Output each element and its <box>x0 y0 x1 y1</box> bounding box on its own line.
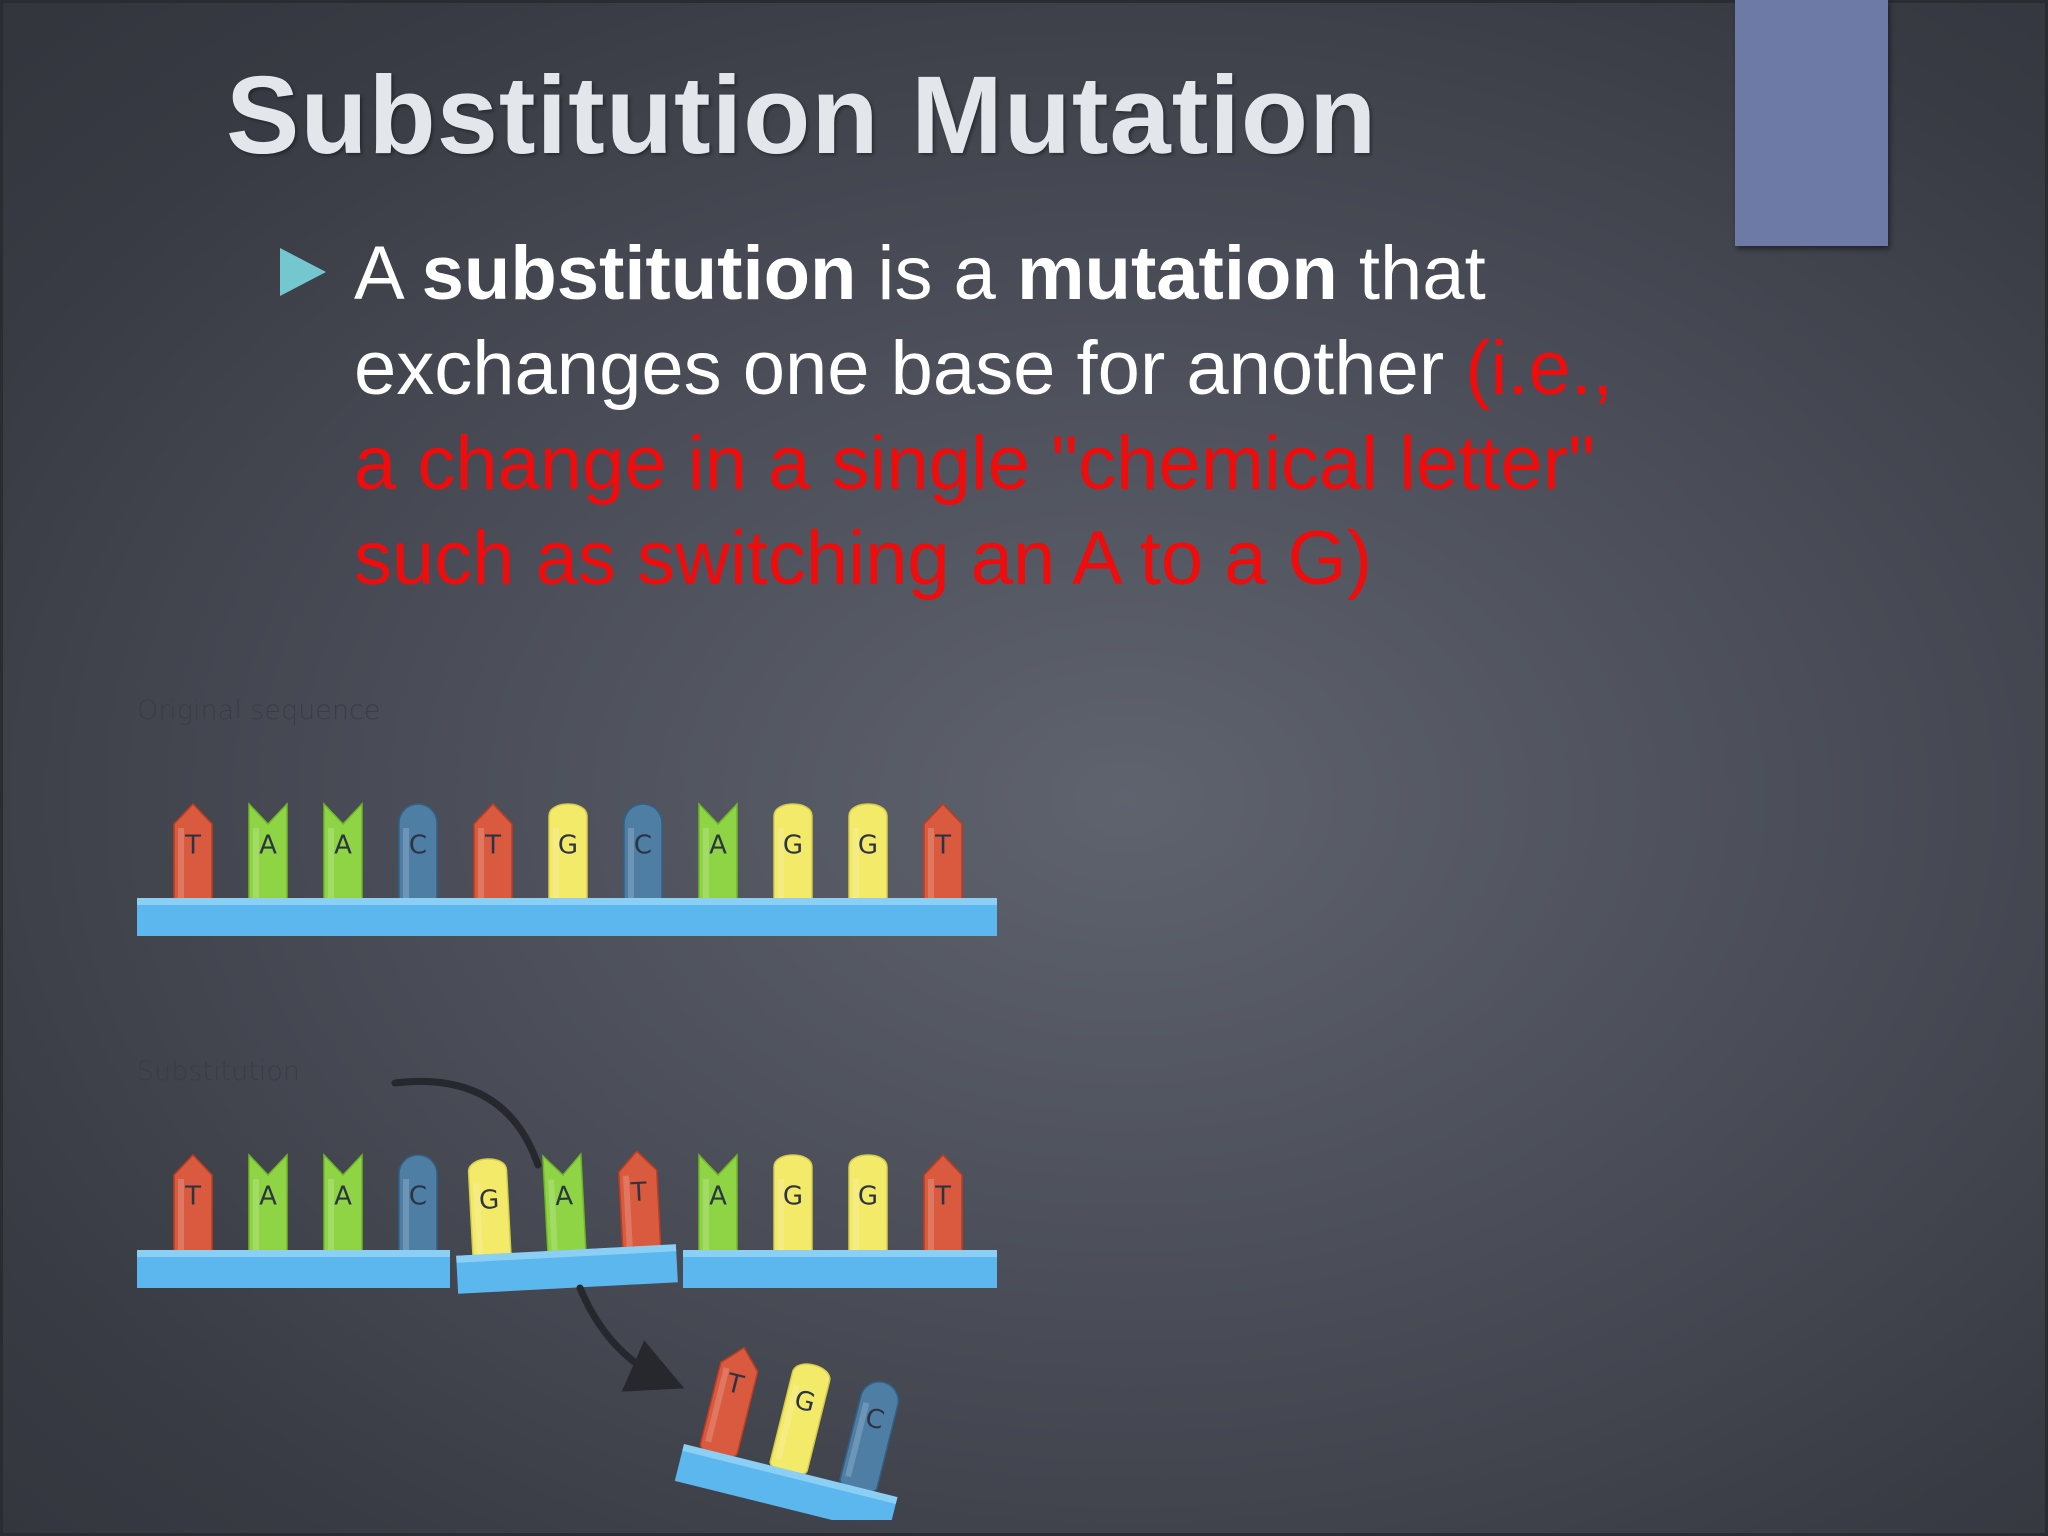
base-letter: A <box>709 831 727 861</box>
inserted-backbone-shine <box>456 1244 677 1263</box>
base-highlight <box>178 1179 184 1263</box>
substitution-right-backbone-shine <box>683 1250 997 1257</box>
base-highlight <box>628 828 634 912</box>
triangle-bullet-icon <box>280 248 326 296</box>
base-letter: T <box>934 1182 951 1212</box>
base-highlight <box>928 828 934 912</box>
base-highlight <box>473 1183 484 1268</box>
base-letter: C <box>634 831 652 861</box>
base-highlight <box>622 1175 634 1260</box>
base-highlight <box>478 828 484 912</box>
original-backbone-shine <box>137 898 997 905</box>
term-substitution: substitution <box>421 231 857 316</box>
base-highlight <box>253 1179 259 1263</box>
substitution-base: G <box>773 1154 813 1276</box>
base-letter: G <box>783 1182 803 1212</box>
base-shape <box>769 1363 831 1476</box>
substitution-base: C <box>398 1154 438 1276</box>
inserted-base: G <box>467 1158 513 1280</box>
removed-backbone-shine <box>682 1443 898 1504</box>
bullet-mid-2: that exchanges one base for another <box>354 231 1486 411</box>
base-highlight <box>328 1179 334 1263</box>
original-base: T <box>923 802 963 925</box>
base-highlight <box>928 1179 934 1263</box>
base-shape <box>839 1381 899 1494</box>
term-mutation: mutation <box>1016 231 1338 316</box>
base-highlight <box>328 828 334 912</box>
base-highlight <box>403 828 409 912</box>
base-highlight <box>775 1384 800 1460</box>
base-letter: G <box>858 1182 878 1212</box>
base-highlight <box>778 1179 784 1263</box>
base-highlight <box>553 828 559 912</box>
base-letter: A <box>554 1181 574 1212</box>
base-letter: G <box>558 831 578 861</box>
base-highlight <box>705 1367 730 1443</box>
base-highlight <box>703 828 709 912</box>
substitution-left-backbone-shine <box>137 1250 450 1257</box>
removed-fragment: TGC <box>674 1346 899 1520</box>
base-highlight <box>403 1179 409 1263</box>
base-letter: G <box>478 1185 500 1216</box>
base-highlight <box>778 828 784 912</box>
base-shape <box>699 1346 759 1459</box>
substitution-label: Substitution <box>137 1056 300 1087</box>
base-letter: G <box>858 831 878 861</box>
base-letter: T <box>484 831 501 861</box>
inserted-backbone-group <box>456 1244 678 1294</box>
base-highlight <box>853 1179 859 1263</box>
base-letter: A <box>259 831 277 861</box>
base-letter: T <box>934 831 951 861</box>
base-letter: A <box>334 1182 352 1212</box>
base-letter: A <box>259 1182 277 1212</box>
base-letter: A <box>709 1182 727 1212</box>
accent-bar <box>1735 0 1888 246</box>
base-letter: T <box>629 1177 648 1208</box>
slide-title: Substitution Mutation <box>226 54 1378 177</box>
bullet-prefix: A <box>354 231 422 316</box>
base-letter: G <box>783 831 803 861</box>
base-letter: T <box>184 1182 201 1212</box>
original-base: G <box>848 803 888 925</box>
base-letter: T <box>723 1368 747 1401</box>
original-base: A <box>323 802 363 925</box>
removed-base: G <box>769 1363 831 1476</box>
base-highlight <box>178 828 184 912</box>
bullet-mid-1: is a <box>856 231 1017 316</box>
base-letter: C <box>409 1182 427 1212</box>
original-base: G <box>548 803 588 925</box>
inserted-base: A <box>542 1152 588 1276</box>
base-highlight <box>703 1179 709 1263</box>
base-highlight <box>845 1402 870 1478</box>
bullet-note: (i.e., a change in a single "chemical le… <box>354 326 1614 601</box>
removed-base: T <box>699 1346 759 1459</box>
base-highlight <box>253 828 259 912</box>
original-sequence-label: Original sequence <box>137 695 380 726</box>
bullet-text: A substitution is a mutation that exchan… <box>354 226 1614 606</box>
remove-arrow <box>576 1284 685 1392</box>
base-letter: C <box>409 831 427 861</box>
removed-base: C <box>839 1381 899 1494</box>
insert-arrow <box>391 1077 542 1169</box>
inserted-base: T <box>618 1150 663 1272</box>
substitution-base: A <box>698 1153 738 1276</box>
removed-backbone <box>674 1443 898 1520</box>
base-letter: T <box>184 831 201 861</box>
base-letter: A <box>334 831 352 861</box>
base-highlight <box>548 1179 559 1264</box>
base-highlight <box>853 828 859 912</box>
